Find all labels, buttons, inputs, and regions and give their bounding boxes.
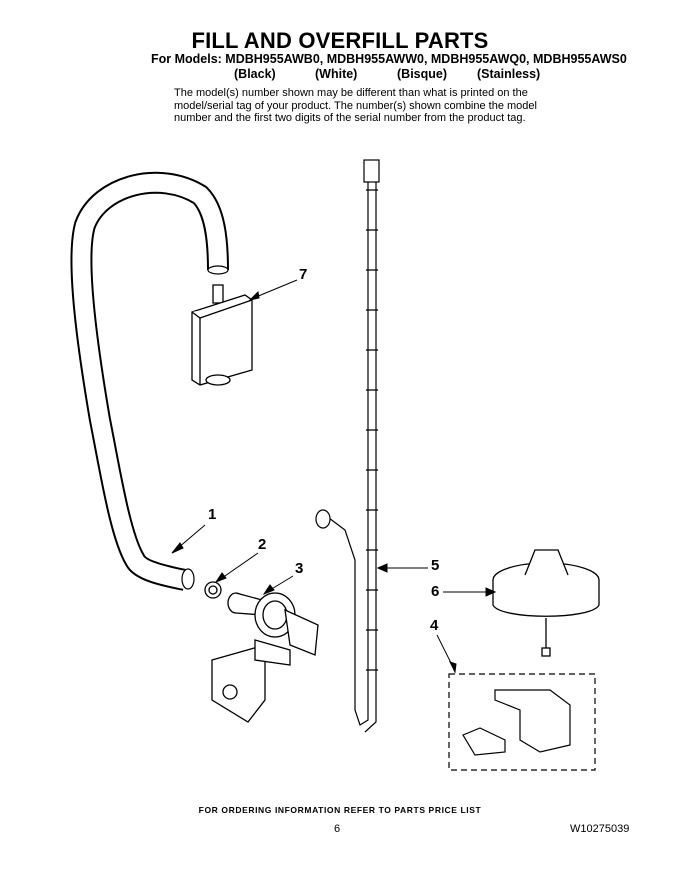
page-title: FILL AND OVERFILL PARTS — [191, 28, 489, 53]
note-line: number and the first two digits of the s… — [174, 112, 526, 124]
water-valve — [211, 592, 319, 723]
page-number: 6 — [334, 823, 341, 835]
document-part-number: W10275039 — [570, 823, 630, 835]
note-line: model/serial tag of your product. The nu… — [174, 99, 537, 112]
color-white: (White) — [315, 67, 358, 81]
color-bisque: (Bisque) — [397, 67, 447, 81]
model-note: The model(s) number shown may be differe… — [174, 87, 537, 125]
models-line: For Models: MDBH955AWB0, MDBH955AWW0, MD… — [151, 52, 627, 66]
float — [492, 549, 600, 657]
callout-2: 2 — [258, 536, 267, 553]
ordering-info: FOR ORDERING INFORMATION REFER TO PARTS … — [198, 805, 482, 815]
float-switch — [448, 673, 596, 771]
note-line: The model(s) number shown may be differe… — [174, 87, 528, 99]
color-stainless: (Stainless) — [477, 67, 541, 81]
callout-4: 4 — [430, 617, 439, 634]
callout-3: 3 — [295, 560, 304, 577]
callout-7: 7 — [299, 266, 308, 283]
callout-1: 1 — [208, 506, 217, 523]
leader-lines — [171, 279, 497, 674]
hose-clamp — [204, 581, 222, 599]
fill-hose — [70, 171, 229, 591]
callout-6: 6 — [431, 583, 440, 600]
overfill-tube — [315, 159, 380, 733]
callout-5: 5 — [431, 557, 440, 574]
color-black: (Black) — [234, 67, 276, 81]
fill-funnel — [191, 284, 253, 386]
